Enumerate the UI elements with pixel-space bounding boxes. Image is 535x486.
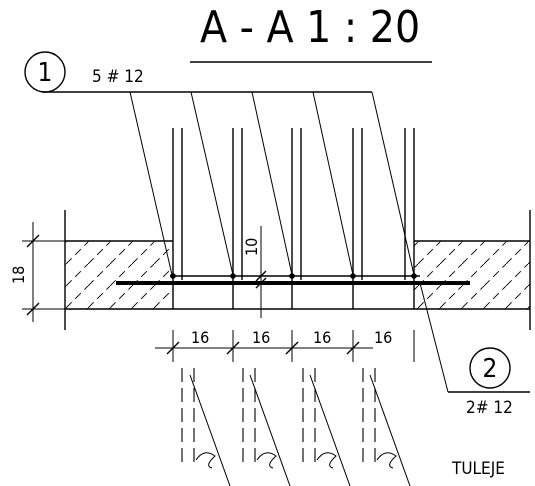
- dim-cover-text: 10: [242, 238, 261, 256]
- bar-pair-4: [352, 128, 363, 280]
- callout-2-number: 2: [483, 354, 498, 384]
- callout-1-number: 1: [38, 58, 53, 88]
- bar-lines-in-slab: [172, 280, 415, 309]
- callout-2-leader: [419, 282, 449, 393]
- dim-spacing: 16 16 16 16: [155, 328, 415, 362]
- vertical-bars-above: [172, 128, 415, 280]
- bar-pair-3: [291, 128, 302, 280]
- bar-pair-1: [172, 128, 183, 280]
- bar-dots: [170, 273, 417, 279]
- bar-dot-1: [170, 273, 176, 279]
- callout-1: 1 5 # 12: [24, 51, 415, 276]
- bar-pair-5: [404, 128, 415, 280]
- bar-dot-4: [350, 273, 356, 279]
- slab-hatch-left: [65, 241, 173, 309]
- callout-1-label: 5 # 12: [92, 67, 144, 87]
- callout-2-circle: [469, 347, 511, 389]
- section-title: A - A 1 : 20: [200, 2, 420, 53]
- bar-dot-5: [411, 273, 417, 279]
- sleeve-end-2: [256, 452, 277, 469]
- callout-2-label: 2# 12: [466, 398, 513, 418]
- vertical-bars-in-slab: [172, 280, 415, 309]
- dim-spacing-1: 16: [191, 328, 209, 347]
- dim-vertical-extension: [22, 240, 65, 310]
- leader-bar-4: [312, 91, 354, 276]
- tuleje-leader-4: [369, 374, 411, 486]
- dim-vertical-text: 18: [9, 266, 28, 284]
- leader-bar-5: [371, 91, 415, 276]
- tuleje-leader-3: [309, 374, 351, 486]
- tuleje-leaders: [189, 374, 411, 486]
- bar-dot-3: [289, 273, 295, 279]
- sleeve-2: [242, 368, 256, 462]
- slab-hatch-right: [414, 241, 530, 309]
- sleeve-end-4: [376, 452, 397, 469]
- concrete-slab: [64, 210, 531, 330]
- dim-cover-ticks: [255, 270, 267, 289]
- tuleje-leader-2: [249, 374, 291, 486]
- leader-bar-2: [190, 91, 234, 276]
- sleeve-3: [302, 368, 316, 462]
- tuleje-label: TULEJE: [451, 459, 505, 479]
- dim-spacing-4: 16: [374, 328, 392, 347]
- dim-spacing-3: 16: [313, 328, 331, 347]
- sleeve-end-1: [195, 452, 216, 469]
- dim-vertical-ticks: [26, 234, 40, 316]
- dim-spacing-ticks: [166, 341, 360, 355]
- dim-spacing-extension: [172, 330, 415, 362]
- sleeve-4: [362, 368, 376, 462]
- slab-break-lines: [64, 210, 531, 330]
- sleeve-end-3: [316, 452, 337, 469]
- dim-vertical: 18: [9, 222, 65, 322]
- callout-2: 2 2# 12: [419, 282, 530, 418]
- bar-pair-2: [232, 128, 243, 280]
- dim-spacing-2: 16: [252, 328, 270, 347]
- sleeves-below: [181, 368, 397, 469]
- bar-dot-2: [230, 273, 236, 279]
- dim-cover: 10: [242, 226, 267, 318]
- sleeve-1: [181, 368, 195, 462]
- tuleje-leader-1: [189, 374, 231, 486]
- leader-bar-3: [251, 91, 293, 276]
